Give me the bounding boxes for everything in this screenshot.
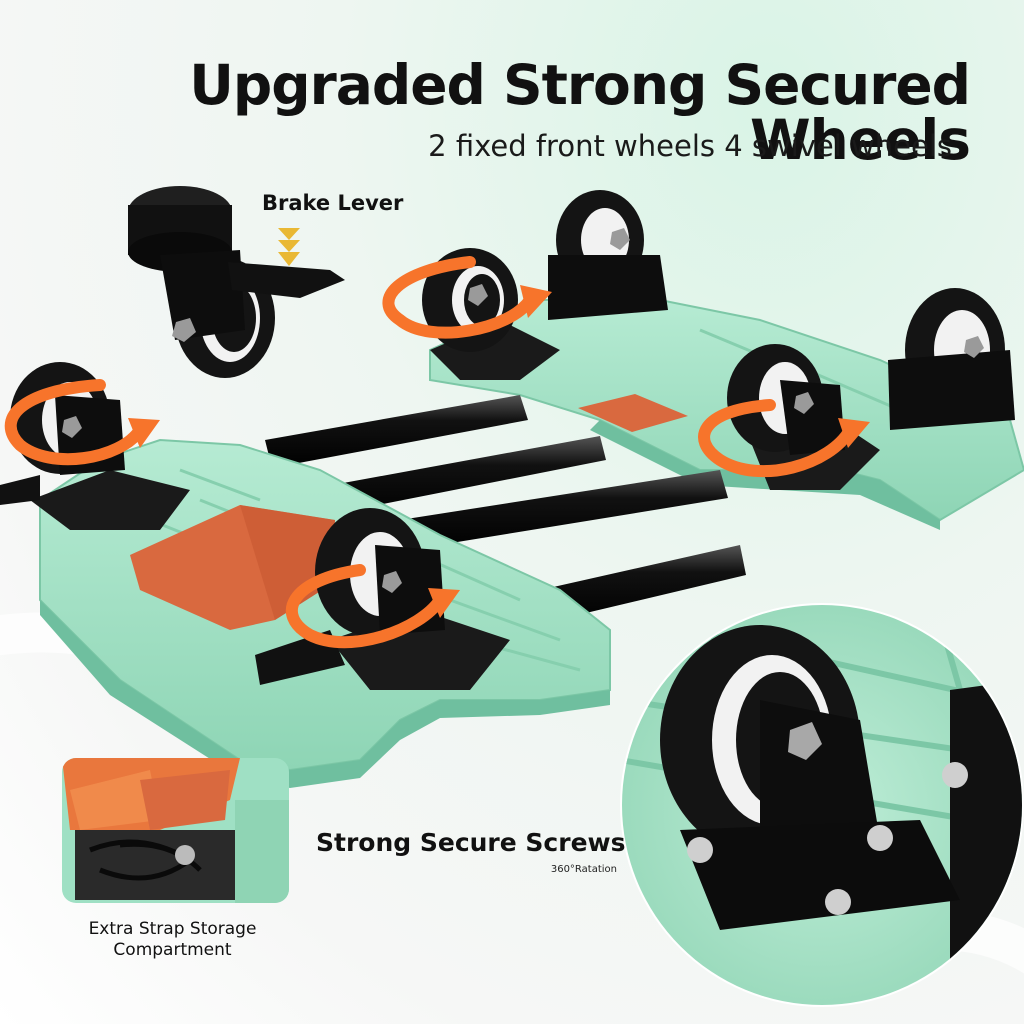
screw-icon	[62, 416, 82, 438]
screw-icon	[172, 318, 196, 342]
rotation-arrow-icon	[698, 399, 856, 478]
brake-lever-label: Brake Lever	[262, 191, 404, 215]
screw-icon	[468, 284, 488, 306]
screw-icon	[382, 571, 402, 593]
screw-icon	[794, 392, 814, 414]
screw-zoom-circle	[620, 603, 1024, 1007]
screw-icon	[867, 825, 893, 851]
rear-orange-plate	[578, 394, 688, 432]
rotation-label: 360°Ratation	[550, 864, 617, 875]
screw-icon	[825, 889, 851, 915]
subheadline: 2 fixed front wheels 4 swivel wheels	[428, 129, 952, 163]
brake-lever	[228, 262, 345, 298]
screw-icon	[610, 228, 630, 250]
strap-storage-label-line1: Extra Strap Storage	[88, 919, 257, 939]
screw-icon	[942, 762, 968, 788]
telescopic-rods	[265, 395, 746, 622]
screw-icon	[964, 336, 984, 358]
fixed-wheel-rear-center	[548, 190, 668, 320]
strap-storage-label-line2: Compartment	[113, 940, 232, 961]
headline: Upgraded Strong Secured Wheels	[189, 53, 971, 172]
brake-wheel-closeup	[128, 186, 345, 378]
strap-storage-label: Extra Strap Storage Compartment	[60, 919, 285, 962]
screw-icon	[788, 722, 822, 760]
brake-press-arrow-icon	[278, 228, 300, 266]
screw-icon	[687, 837, 713, 863]
swivel-wheel-rear-left	[422, 248, 560, 380]
strap-storage-inset	[62, 758, 289, 903]
rotation-arrow-icon	[286, 564, 446, 649]
strong-screws-label: Strong Secure Screws	[316, 828, 626, 857]
fixed-wheel-rear-right	[888, 288, 1015, 430]
rotation-arrow-icon	[4, 379, 146, 466]
rotation-arrow-icon	[382, 256, 536, 339]
